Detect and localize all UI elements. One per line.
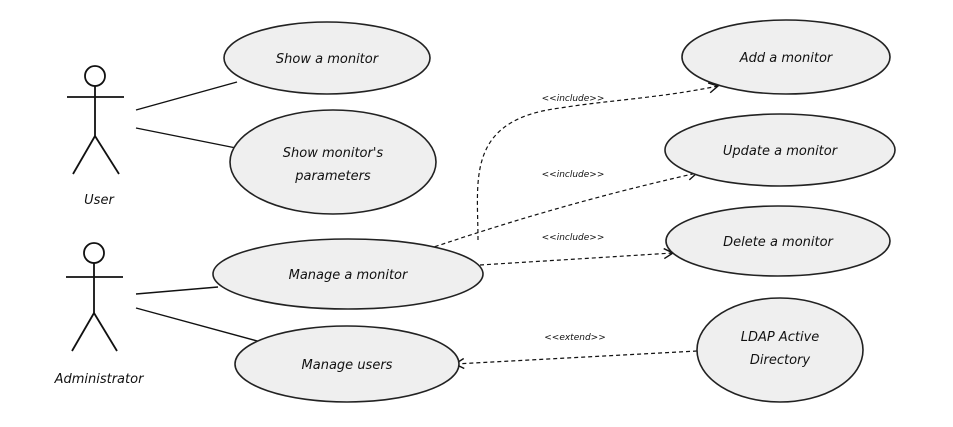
use-case-manage-monitor-label: Manage a monitor bbox=[289, 268, 409, 283]
use-case-show-parameters-label-line2: parameters bbox=[294, 169, 371, 184]
use-case-show-monitor[interactable]: Show a monitor bbox=[223, 21, 431, 95]
use-case-show-parameters-label-line1: Show monitor's bbox=[283, 146, 384, 161]
use-case-add-monitor[interactable]: Add a monitor bbox=[681, 19, 891, 95]
assoc-user-show-params bbox=[135, 127, 237, 149]
use-case-update-monitor[interactable]: Update a monitor bbox=[664, 113, 896, 187]
include-update-arrow bbox=[427, 169, 699, 250]
actor-administrator-leg-left bbox=[71, 312, 95, 352]
extend-users-arrow bbox=[453, 350, 698, 370]
assoc-user-show-monitor bbox=[135, 81, 238, 111]
extend-users-label: <<extend>> bbox=[544, 333, 606, 343]
assoc-admin-manage-monitor bbox=[135, 286, 219, 295]
use-case-ldap-label-line2: Directory bbox=[750, 353, 811, 368]
actor-user-leg-left bbox=[72, 135, 96, 175]
actor-administrator: Administrator bbox=[54, 242, 146, 387]
use-case-delete-monitor-label: Delete a monitor bbox=[723, 235, 834, 250]
actor-user-label: User bbox=[84, 193, 115, 208]
use-case-add-monitor-label: Add a monitor bbox=[739, 51, 834, 66]
assoc-admin-manage-users bbox=[135, 307, 273, 346]
use-case-show-parameters[interactable]: Show monitor's parameters bbox=[229, 109, 437, 215]
use-case-manage-users-label: Manage users bbox=[302, 358, 393, 373]
use-case-ldap-label-line1: LDAP Active bbox=[741, 330, 820, 345]
use-case-delete-monitor[interactable]: Delete a monitor bbox=[665, 205, 891, 277]
actor-administrator-head bbox=[83, 242, 105, 264]
use-case-ldap[interactable]: LDAP Active Directory bbox=[696, 297, 864, 403]
include-delete-arrow bbox=[479, 247, 675, 266]
include-add-label: <<include>> bbox=[542, 94, 605, 104]
include-add-arrow bbox=[476, 82, 720, 241]
actor-user: User bbox=[67, 65, 124, 208]
actor-administrator-leg-right bbox=[93, 312, 118, 352]
use-case-manage-monitor[interactable]: Manage a monitor bbox=[212, 238, 484, 310]
include-update-label: <<include>> bbox=[542, 170, 605, 180]
actor-user-leg-right bbox=[94, 135, 120, 175]
include-delete-label: <<include>> bbox=[542, 233, 605, 243]
actor-user-head bbox=[84, 65, 106, 87]
actor-administrator-label: Administrator bbox=[54, 372, 146, 387]
use-case-manage-users[interactable]: Manage users bbox=[234, 325, 460, 403]
use-case-show-monitor-label: Show a monitor bbox=[276, 52, 380, 67]
use-case-update-monitor-label: Update a monitor bbox=[723, 144, 839, 159]
